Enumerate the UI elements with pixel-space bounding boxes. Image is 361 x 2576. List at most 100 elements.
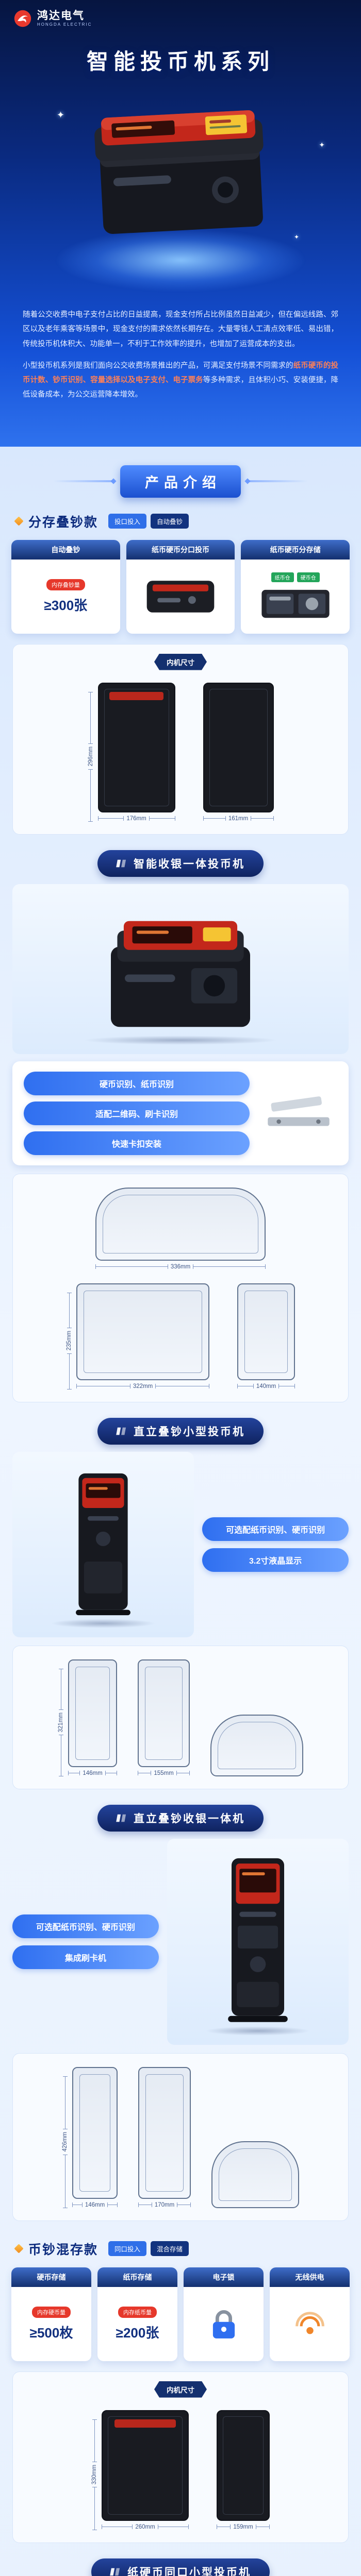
series1-feature-cards: 自动叠钞 内存叠钞量 ≥300张 纸币硬币分口投币 bbox=[0, 534, 361, 636]
pill-icon bbox=[116, 1814, 126, 1822]
dims-badge: 内机尺寸 bbox=[154, 654, 207, 670]
dim-width: 336mm bbox=[170, 1263, 191, 1270]
split-storage-photo bbox=[261, 589, 330, 618]
capacity-tag: 内存硬币量 bbox=[32, 2306, 71, 2318]
logo-subtext: HONGDA ELECTRIC bbox=[37, 22, 92, 27]
angled-view-drawing bbox=[211, 2141, 299, 2208]
photo-shadow bbox=[83, 1035, 278, 1045]
series2-badge-2: 混合存储 bbox=[151, 2241, 189, 2257]
storage-label-coin: 硬币仓 bbox=[297, 572, 320, 582]
p2-machine-photo bbox=[76, 1473, 131, 1615]
front-view-drawing: 296mm 176mm bbox=[87, 682, 175, 822]
photo-shadow bbox=[205, 2026, 311, 2036]
feature-card-title: 纸币硬币分存储 bbox=[241, 539, 350, 560]
p1-dims-panel: 336mm 235mm 322mm 140mm bbox=[12, 1173, 349, 1402]
series1-badge-1: 投口投入 bbox=[108, 514, 147, 529]
p2-photo-features: 可选配纸币识别、硬币识别 3.2寸液晶显示 bbox=[12, 1451, 349, 1637]
hero-coin-machine-photo bbox=[94, 110, 264, 234]
dim-height: 426mm bbox=[62, 2132, 68, 2152]
feature-pill: 可选配纸币识别、硬币识别 bbox=[12, 1914, 159, 1938]
dim-height: 296mm bbox=[87, 747, 94, 767]
product-title: 纸硬币同口小型投币机 bbox=[127, 2566, 251, 2576]
side-view-drawing: 155mm bbox=[138, 1659, 190, 1776]
intro-paragraph-2: 小型投币机系列是我们面向公交收费场景推出的产品，可满足支付场景不同需求的纸币硬币… bbox=[23, 361, 339, 399]
product-title: 智能收银一体投币机 bbox=[134, 858, 245, 870]
feature-card-title: 硬币存储 bbox=[11, 2267, 91, 2287]
product-pill-p2: 直立叠钞小型投币机 bbox=[97, 1417, 264, 1445]
feature-card-split-slots: 纸币硬币分口投币 bbox=[126, 539, 235, 634]
side-view-drawing: 161mm bbox=[203, 682, 274, 822]
angled-view-drawing bbox=[210, 1714, 303, 1776]
feature-card-split-storage: 纸币硬币分存储 纸币仓 硬币仓 bbox=[241, 539, 350, 634]
dim-depth: 155mm bbox=[154, 1770, 174, 1776]
sparkle-icon: ✦ bbox=[57, 110, 65, 120]
dim-depth: 161mm bbox=[228, 815, 249, 822]
p1-machine-photo bbox=[111, 921, 250, 1027]
feature-card-coin-capacity: 硬币存储 内存硬币量 ≥500枚 bbox=[11, 2267, 91, 2361]
dim-width: 322mm bbox=[133, 1383, 153, 1389]
p3-machine-photo bbox=[228, 1858, 288, 2022]
intro-paragraph-1: 随着公交收费中电子支付占比的日益提高，现金支付所占比例虽然日益减少，但在偏远线路… bbox=[23, 311, 338, 348]
sparkle-icon: ✦ bbox=[319, 141, 325, 149]
series2-title: 币钞混存款 bbox=[28, 2242, 99, 2257]
product-title: 直立叠钞收银一体机 bbox=[134, 1812, 245, 1825]
banner-title: 产品介绍 bbox=[120, 465, 241, 498]
dim-width: 146mm bbox=[83, 1770, 103, 1776]
lock-icon bbox=[212, 2310, 235, 2338]
logo: 鸿达电气 HONGDA ELECTRIC bbox=[0, 0, 361, 31]
capacity-value: ≥300张 bbox=[44, 597, 88, 613]
top-view-drawing: 336mm bbox=[95, 1187, 266, 1270]
series2-badge-1: 同口投入 bbox=[108, 2241, 147, 2257]
front-view-drawing: 235mm 322mm bbox=[66, 1283, 210, 1389]
side-view-drawing: 170mm bbox=[138, 2066, 191, 2208]
wireless-power-icon bbox=[295, 2312, 324, 2334]
front-view-drawing: 321mm 146mm bbox=[58, 1659, 118, 1776]
p3-dims-panel: 426mm 146mm 170mm bbox=[12, 2053, 349, 2221]
feature-card-title: 纸币存储 bbox=[97, 2267, 177, 2287]
banner-wing-left bbox=[53, 480, 114, 483]
section-banner-intro: 产品介绍 bbox=[0, 465, 361, 498]
feature-pill: 可选配纸币识别、硬币识别 bbox=[202, 1517, 349, 1541]
p1-features-card: 硬币识别、纸币识别 适配二维码、刷卡识别 快速卡扣安装 bbox=[12, 1061, 349, 1165]
feature-pill: 集成刷卡机 bbox=[12, 1945, 159, 1969]
banner-wing-right bbox=[247, 480, 308, 483]
diamond-bullet-icon bbox=[14, 2244, 24, 2253]
series1-badge-2: 自动叠钞 bbox=[151, 514, 189, 529]
sparkle-icon: ✦ bbox=[293, 233, 299, 241]
side-view-drawing: 159mm bbox=[217, 2410, 270, 2530]
p2-dims-panel: 321mm 146mm 155mm bbox=[12, 1645, 349, 1789]
product-intro-text: 随着公交收费中电子支付占比的日益提高，现金支付所占比例虽然日益减少，但在偏远线路… bbox=[0, 306, 361, 431]
mount-bracket-photo bbox=[268, 1096, 330, 1126]
pill-icon bbox=[110, 2568, 120, 2575]
series1-title: 分存叠钞款 bbox=[28, 515, 99, 530]
p3-photo-features: 可选配纸币识别、硬币识别 集成刷卡机 bbox=[12, 1838, 349, 2045]
page-title: 智能投币机系列 bbox=[86, 49, 274, 74]
pill-icon bbox=[116, 1427, 126, 1435]
dim-width: 260mm bbox=[135, 2523, 155, 2530]
dim-width: 176mm bbox=[126, 815, 146, 822]
hero-device-stage: ✦ ✦ ✦ bbox=[0, 79, 361, 306]
dim-width: 146mm bbox=[85, 2201, 105, 2208]
dim-depth: 170mm bbox=[154, 2201, 175, 2208]
feature-card-title: 电子锁 bbox=[184, 2267, 264, 2287]
capacity-tag: 内存纸币量 bbox=[118, 2306, 157, 2318]
feature-pill: 3.2寸液晶显示 bbox=[202, 1548, 349, 1572]
feature-card-title: 纸币硬币分口投币 bbox=[126, 539, 235, 560]
product-title: 直立叠钞小型投币机 bbox=[134, 1426, 245, 1438]
series1-dims-panel: 内机尺寸 296mm 176mm 161mm bbox=[12, 643, 349, 835]
feature-card-title: 自动叠钞 bbox=[11, 539, 120, 560]
p1-photo-stage bbox=[12, 884, 349, 1054]
feature-card-wireless-power: 无线供电 bbox=[270, 2267, 350, 2361]
diamond-bullet-icon bbox=[14, 516, 24, 526]
split-slot-photo bbox=[146, 580, 215, 613]
hero-section: 鸿达电气 HONGDA ELECTRIC 智能投币机系列 ✦ ✦ ✦ bbox=[0, 0, 361, 447]
intro-highlight: 纸币硬币的投币计数、钞币识别、容量选择以及电子支付、电子票务 bbox=[23, 361, 339, 385]
feature-card-bill-capacity: 纸币存储 内存纸币量 ≥200张 bbox=[97, 2267, 177, 2361]
dim-depth: 159mm bbox=[233, 2523, 253, 2530]
product-pill-p4: 纸硬币同口小型投币机 bbox=[91, 2558, 270, 2576]
content-section: 产品介绍 分存叠钞款 投口投入 自动叠钞 自动叠钞 内存叠钞量 ≥300张 纸币… bbox=[0, 446, 361, 2576]
logo-mark-icon bbox=[14, 10, 31, 27]
product-pill-p1: 智能收银一体投币机 bbox=[97, 850, 264, 877]
photo-shadow bbox=[50, 1618, 156, 1628]
